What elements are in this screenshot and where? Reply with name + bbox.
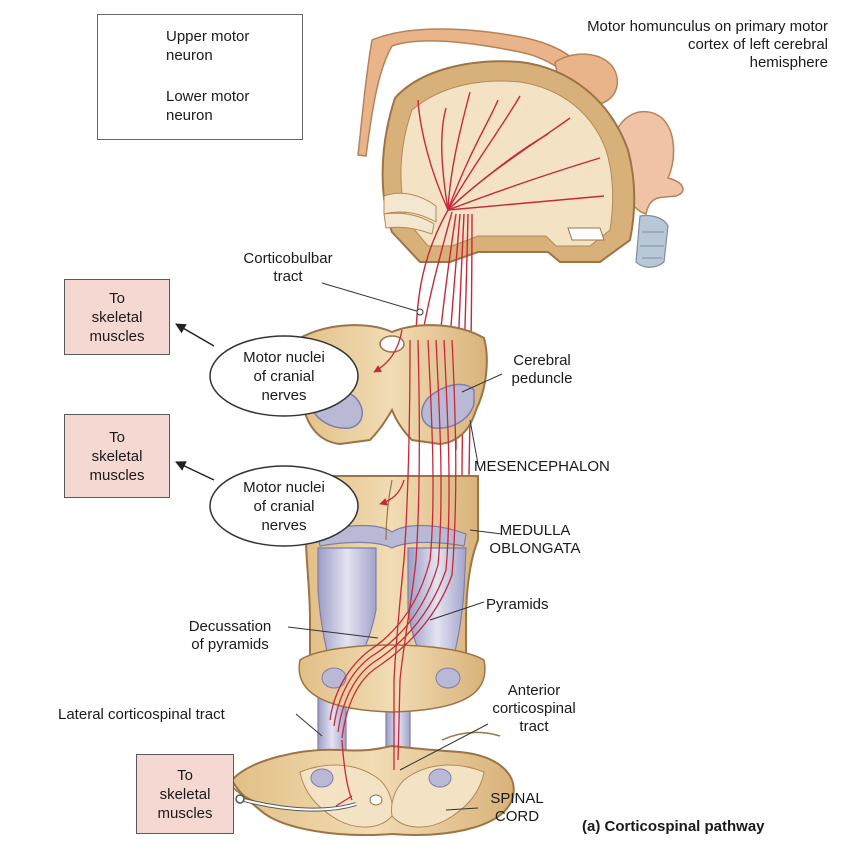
pyramids-label: Pyramids	[486, 596, 549, 614]
legend-lower-line2: neuron	[166, 107, 213, 124]
corticobulbar-line1: Corticobulbar	[243, 250, 332, 267]
homunculus-label-line2: cortex of left cerebral	[688, 36, 828, 53]
medulla-line2: OBLONGATA	[489, 540, 580, 557]
cranial-nuclei-text-1: Motor nuclei of cranial nerves	[214, 340, 354, 412]
skeletal-muscles-box-2: To skeletal muscles	[64, 414, 170, 498]
box-3-line3: muscles	[157, 805, 212, 822]
figure-caption: (a) Corticospinal pathway	[582, 818, 765, 835]
anterior-line2: corticospinal	[492, 700, 575, 717]
cerebral-peduncle-line2: peduncle	[512, 370, 573, 387]
oval-1-line1: Motor nuclei	[243, 349, 325, 366]
legend-upper-label: Upper motor neuron	[166, 27, 249, 65]
legend-lower-line1: Lower motor	[166, 88, 249, 105]
anterior-line1: Anterior	[508, 682, 561, 699]
skeletal-muscles-box-1: To skeletal muscles	[64, 279, 170, 355]
box-3-line2: skeletal	[160, 786, 211, 803]
homunculus-label-line1: Motor homunculus on primary motor	[587, 18, 828, 35]
oval-1-line2: of cranial	[254, 368, 315, 385]
spinal-cord-label: SPINAL CORD	[482, 790, 552, 826]
oval-2-line1: Motor nuclei	[243, 479, 325, 496]
lateral-tract-label: Lateral corticospinal tract	[58, 706, 225, 724]
mesencephalon-label: MESENCEPHALON	[474, 458, 610, 476]
legend: Upper motor neuron Lower motor neuron	[97, 14, 303, 140]
box-1-line1: To	[109, 290, 125, 307]
homunculus-label-line3: hemisphere	[750, 54, 828, 71]
legend-upper-line2: neuron	[166, 47, 213, 64]
spinal-line1: SPINAL	[490, 790, 543, 807]
medulla-label: MEDULLA OBLONGATA	[470, 522, 600, 558]
box-2-line2: skeletal	[92, 448, 143, 465]
corticobulbar-line2: tract	[273, 268, 302, 285]
box-3-line1: To	[177, 767, 193, 784]
box-2-line1: To	[109, 429, 125, 446]
cranial-nuclei-text-2: Motor nuclei of cranial nerves	[214, 470, 354, 542]
decussation-label: Decussation of pyramids	[168, 618, 292, 654]
oval-2-line3: nerves	[261, 517, 306, 534]
corticobulbar-label: Corticobulbar tract	[228, 250, 348, 286]
spinal-cord-section	[232, 733, 514, 835]
skeletal-muscles-box-3: To skeletal muscles	[136, 754, 234, 834]
anterior-tract-label: Anterior corticospinal tract	[472, 682, 596, 736]
decussation-line1: Decussation	[189, 618, 272, 635]
decussation-line2: of pyramids	[191, 636, 269, 653]
legend-lower-label: Lower motor neuron	[166, 87, 249, 125]
box-2-line3: muscles	[89, 467, 144, 484]
box-1-line3: muscles	[89, 328, 144, 345]
oval-2-line2: of cranial	[254, 498, 315, 515]
box-1-line2: skeletal	[92, 309, 143, 326]
legend-upper-line1: Upper motor	[166, 28, 249, 45]
homunculus-label: Motor homunculus on primary motor cortex…	[480, 18, 828, 72]
medulla-line1: MEDULLA	[500, 522, 571, 539]
muscle-arrows	[176, 324, 214, 480]
oval-1-line3: nerves	[261, 387, 306, 404]
cerebral-peduncle-line1: Cerebral	[513, 352, 571, 369]
cerebral-peduncle-label: Cerebral peduncle	[492, 352, 592, 388]
anterior-line3: tract	[519, 718, 548, 735]
spinal-line2: CORD	[495, 808, 539, 825]
